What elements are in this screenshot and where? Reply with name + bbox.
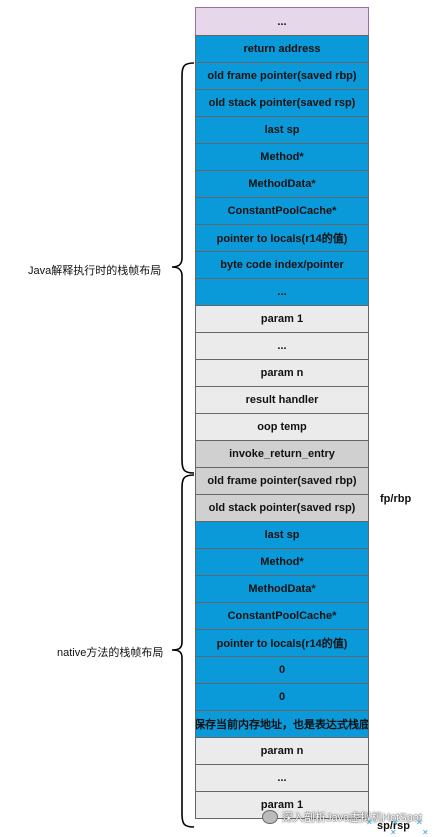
stack-cell: Method* [195, 143, 369, 171]
stack-cell: param 1 [195, 305, 369, 333]
stack-cell: result handler [195, 386, 369, 414]
native-frame-label: native方法的栈帧布局 [57, 647, 164, 659]
stack-cell: invoke_return_entry [195, 440, 369, 468]
stack-cell: param n [195, 359, 369, 387]
java-frame-label: Java解释执行时的栈帧布局 [28, 265, 162, 277]
watermark-text: 深入剖析Java虚拟机HotSpot [282, 812, 422, 824]
stack-cell: old stack pointer(saved rsp) [195, 494, 369, 522]
stack-cell: ... [195, 7, 369, 36]
fp-rbp-label: fp/rbp [380, 493, 412, 505]
stack-cell: old frame pointer(saved rbp) [195, 62, 369, 90]
stack-cell: ... [195, 278, 369, 306]
sp-rsp-label: sp/rsp [377, 820, 411, 832]
stack-cell: MethodData* [195, 170, 369, 198]
stack-cell: param n [195, 737, 369, 765]
stack-cell: old frame pointer(saved rbp) [195, 467, 369, 495]
stack-cell: ConstantPoolCache* [195, 197, 369, 225]
stack-cell: 0 [195, 656, 369, 684]
stack-cell: 保存当前内存地址，也是表达式栈底 [195, 710, 369, 738]
stack-cell: oop temp [195, 413, 369, 441]
stack-cell: MethodData* [195, 575, 369, 603]
stack-cell: byte code index/pointer [195, 251, 369, 279]
wechat-icon [262, 810, 278, 824]
stack-cell: pointer to locals(r14的值) [195, 224, 369, 252]
stack-cell: pointer to locals(r14的值) [195, 629, 369, 657]
watermark: 深入剖析Java虚拟机HotSpot [262, 806, 442, 828]
stack-cell: old stack pointer(saved rsp) [195, 89, 369, 117]
java-frame-brace [171, 62, 195, 474]
stack-cell: return address [195, 35, 369, 63]
stack-cell: last sp [195, 116, 369, 144]
native-frame-brace [171, 474, 195, 828]
stack-cell: Method* [195, 548, 369, 576]
stack-cell: 0 [195, 683, 369, 711]
stack-cell: ... [195, 332, 369, 360]
stack-cell: last sp [195, 521, 369, 549]
stack-cell: param 1 [195, 791, 369, 819]
stack-cell: ... [195, 764, 369, 792]
stack-cell: ConstantPoolCache* [195, 602, 369, 630]
